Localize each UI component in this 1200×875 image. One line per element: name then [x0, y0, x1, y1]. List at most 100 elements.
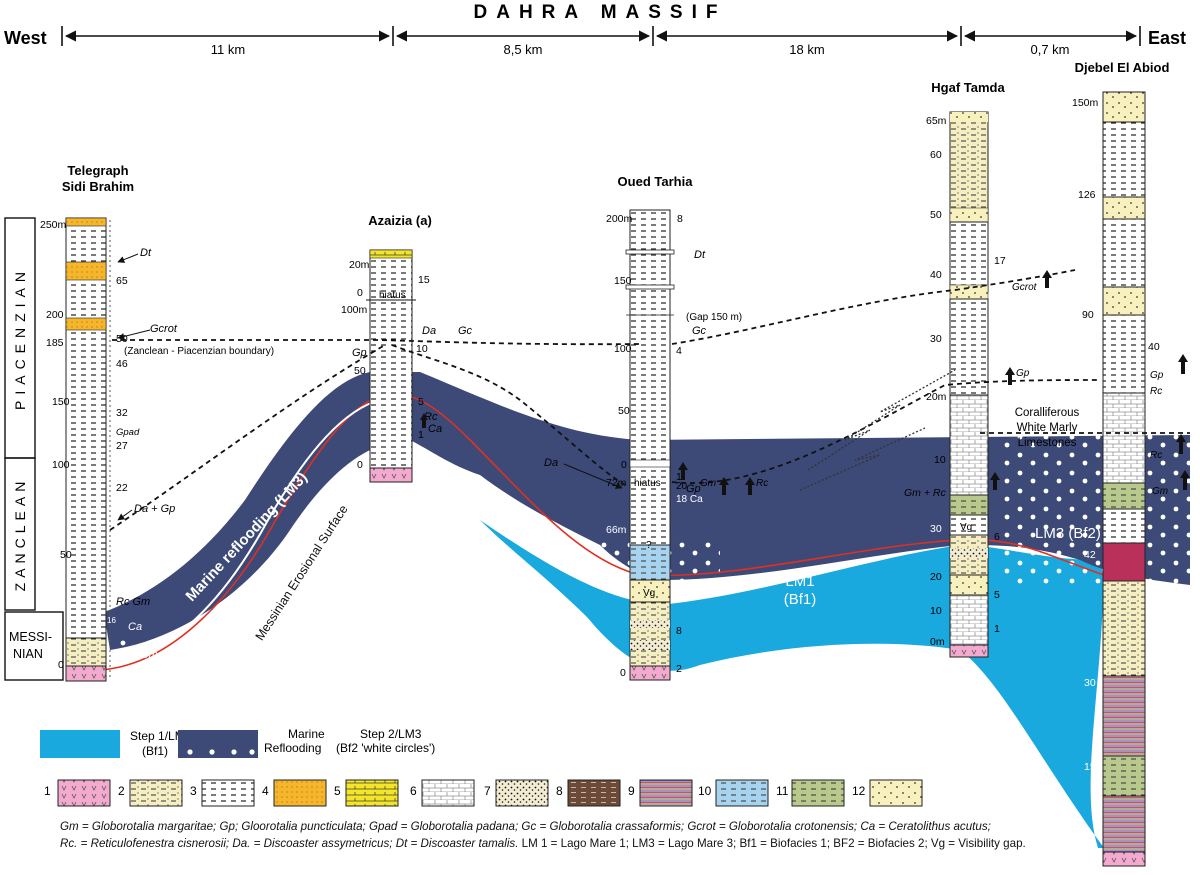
- svg-text:40: 40: [930, 269, 942, 281]
- svg-text:2: 2: [118, 784, 125, 798]
- dt-label-telegraph: Dt: [140, 247, 152, 259]
- lm3-white-circles: [1000, 435, 1190, 585]
- djebel-title: Djebel El Abiod: [1075, 60, 1170, 75]
- gp-label-azaizia: Gp: [352, 347, 367, 359]
- stage-column: [4, 217, 64, 681]
- east-label: East: [1148, 28, 1186, 48]
- arrow-up-icon: [420, 270, 1190, 495]
- svg-text:20: 20: [676, 481, 688, 492]
- correlation-lines: [109, 269, 1190, 531]
- svg-text:(Bf1): (Bf1): [142, 744, 168, 758]
- svg-text:8: 8: [677, 213, 683, 225]
- gp-label-oued: Gp: [686, 483, 701, 495]
- rc-label-oued: Rc: [756, 478, 768, 489]
- west-label: West: [4, 28, 47, 48]
- svg-text:50: 50: [930, 209, 942, 221]
- svg-text:15: 15: [418, 274, 430, 286]
- stage-zanclean: ZANCLEAN: [12, 477, 28, 592]
- svg-text:1: 1: [418, 429, 424, 441]
- svg-text:Vg: Vg: [960, 522, 972, 533]
- svg-text:100m: 100m: [341, 304, 368, 316]
- svg-text:90: 90: [1082, 309, 1094, 321]
- da-label-oued: Da: [544, 457, 558, 469]
- svg-text:50: 50: [618, 405, 630, 417]
- dt-label-oued: Dt: [694, 249, 706, 261]
- caption-line-2: Rc. = Reticulofenestra cisnerosii; Da. =…: [60, 837, 1026, 850]
- lm1-label-2: (Bf1): [784, 591, 817, 608]
- svg-text:1: 1: [676, 471, 682, 483]
- svg-text:10: 10: [934, 454, 946, 466]
- gcrot-label-telegraph: Gcrot: [150, 323, 178, 335]
- svg-text:1: 1: [994, 623, 1000, 635]
- caption-line-1: Gm = Globorotalia margaritae; Gp; Glooro…: [60, 820, 991, 833]
- svg-text:hiatus: hiatus: [379, 290, 406, 301]
- lm3-bf2-label: LM3 (Bf2): [1035, 525, 1101, 542]
- column-oued-tarhia: [625, 209, 675, 681]
- legend: Step 1/LM1 (Bf1) Marine Reflooding Step …: [40, 727, 435, 758]
- svg-text:Reflooding: Reflooding: [264, 741, 321, 755]
- svg-text:?: ?: [646, 540, 652, 551]
- svg-text:150: 150: [614, 275, 632, 287]
- stage-messinian-2: NIAN: [13, 647, 43, 661]
- svg-text:4: 4: [676, 345, 682, 357]
- svg-text:50: 50: [354, 365, 366, 377]
- svg-text:5: 5: [994, 589, 1000, 601]
- hgaf-tamda-title: Hgaf Tamda: [931, 80, 1005, 95]
- svg-text:65: 65: [116, 275, 128, 287]
- svg-text:150: 150: [52, 396, 70, 408]
- distance-label-4: 0,7 km: [1030, 42, 1069, 57]
- svg-text:16: 16: [107, 616, 116, 625]
- svg-text:2: 2: [676, 663, 682, 675]
- ca-label-azaizia: Ca: [428, 423, 442, 435]
- column-azaizia: [366, 249, 416, 483]
- svg-text:30: 30: [1084, 677, 1096, 689]
- svg-text:0: 0: [58, 659, 64, 671]
- svg-text:27: 27: [116, 440, 128, 452]
- svg-text:200: 200: [46, 309, 64, 321]
- svg-text:20: 20: [930, 571, 942, 583]
- column-hgaf-tamda: [949, 111, 989, 658]
- boundary-label: (Zanclean - Piacenzian boundary): [124, 346, 274, 357]
- gm-label-djebel: Gm: [1152, 486, 1168, 497]
- gm-label-telegraph: Gm: [140, 649, 158, 661]
- da-label-azaizia: Da: [422, 325, 436, 337]
- diagram-title: DAHRA MASSIF: [474, 2, 727, 23]
- oued-tarhia-title: Oued Tarhia: [618, 174, 694, 189]
- svg-text:10: 10: [930, 605, 942, 617]
- column-telegraph: [65, 217, 107, 682]
- ca-label: Ca: [128, 621, 142, 633]
- svg-text:126: 126: [1078, 189, 1096, 201]
- da-gp-label: Da + Gp: [134, 503, 175, 515]
- svg-text:Step 2/LM3: Step 2/LM3: [360, 727, 422, 741]
- svg-text:20m: 20m: [926, 391, 947, 403]
- svg-text:Vg: Vg: [643, 588, 655, 599]
- coralliferous-label-1: Coralliferous: [1015, 407, 1080, 419]
- svg-text:9: 9: [628, 784, 635, 798]
- svg-text:0: 0: [357, 459, 363, 471]
- svg-text:3: 3: [190, 784, 197, 798]
- svg-text:66m: 66m: [606, 524, 627, 536]
- distance-label-1: 11 km: [211, 42, 245, 57]
- svg-text:0: 0: [620, 667, 626, 679]
- svg-text:0: 0: [621, 459, 627, 471]
- lm1-label-1: LM1: [785, 573, 814, 590]
- svg-text:10: 10: [416, 343, 428, 355]
- gcrot-label-hgaf: Gcrot: [1012, 282, 1038, 293]
- column-djebel-el-abiod: [1102, 91, 1146, 867]
- svg-text:100: 100: [52, 459, 70, 471]
- svg-text:6: 6: [994, 531, 1000, 543]
- svg-text:5: 5: [418, 396, 424, 408]
- svg-text:30: 30: [930, 523, 942, 535]
- svg-text:50: 50: [60, 549, 72, 561]
- svg-text:200m: 200m: [606, 213, 633, 225]
- svg-text:0m: 0m: [1084, 847, 1099, 859]
- svg-text:11: 11: [776, 784, 789, 798]
- telegraph-title-2: Sidi Brahim: [62, 179, 134, 194]
- coralliferous-label-2: White Marly: [1017, 422, 1078, 434]
- svg-text:20m: 20m: [349, 259, 370, 271]
- svg-text:60: 60: [930, 149, 942, 161]
- svg-text:5: 5: [334, 784, 341, 798]
- svg-text:22: 22: [116, 482, 128, 494]
- lithology-legend: 1 2 3 4 5 6 7 8 9 10 11 12: [44, 779, 923, 807]
